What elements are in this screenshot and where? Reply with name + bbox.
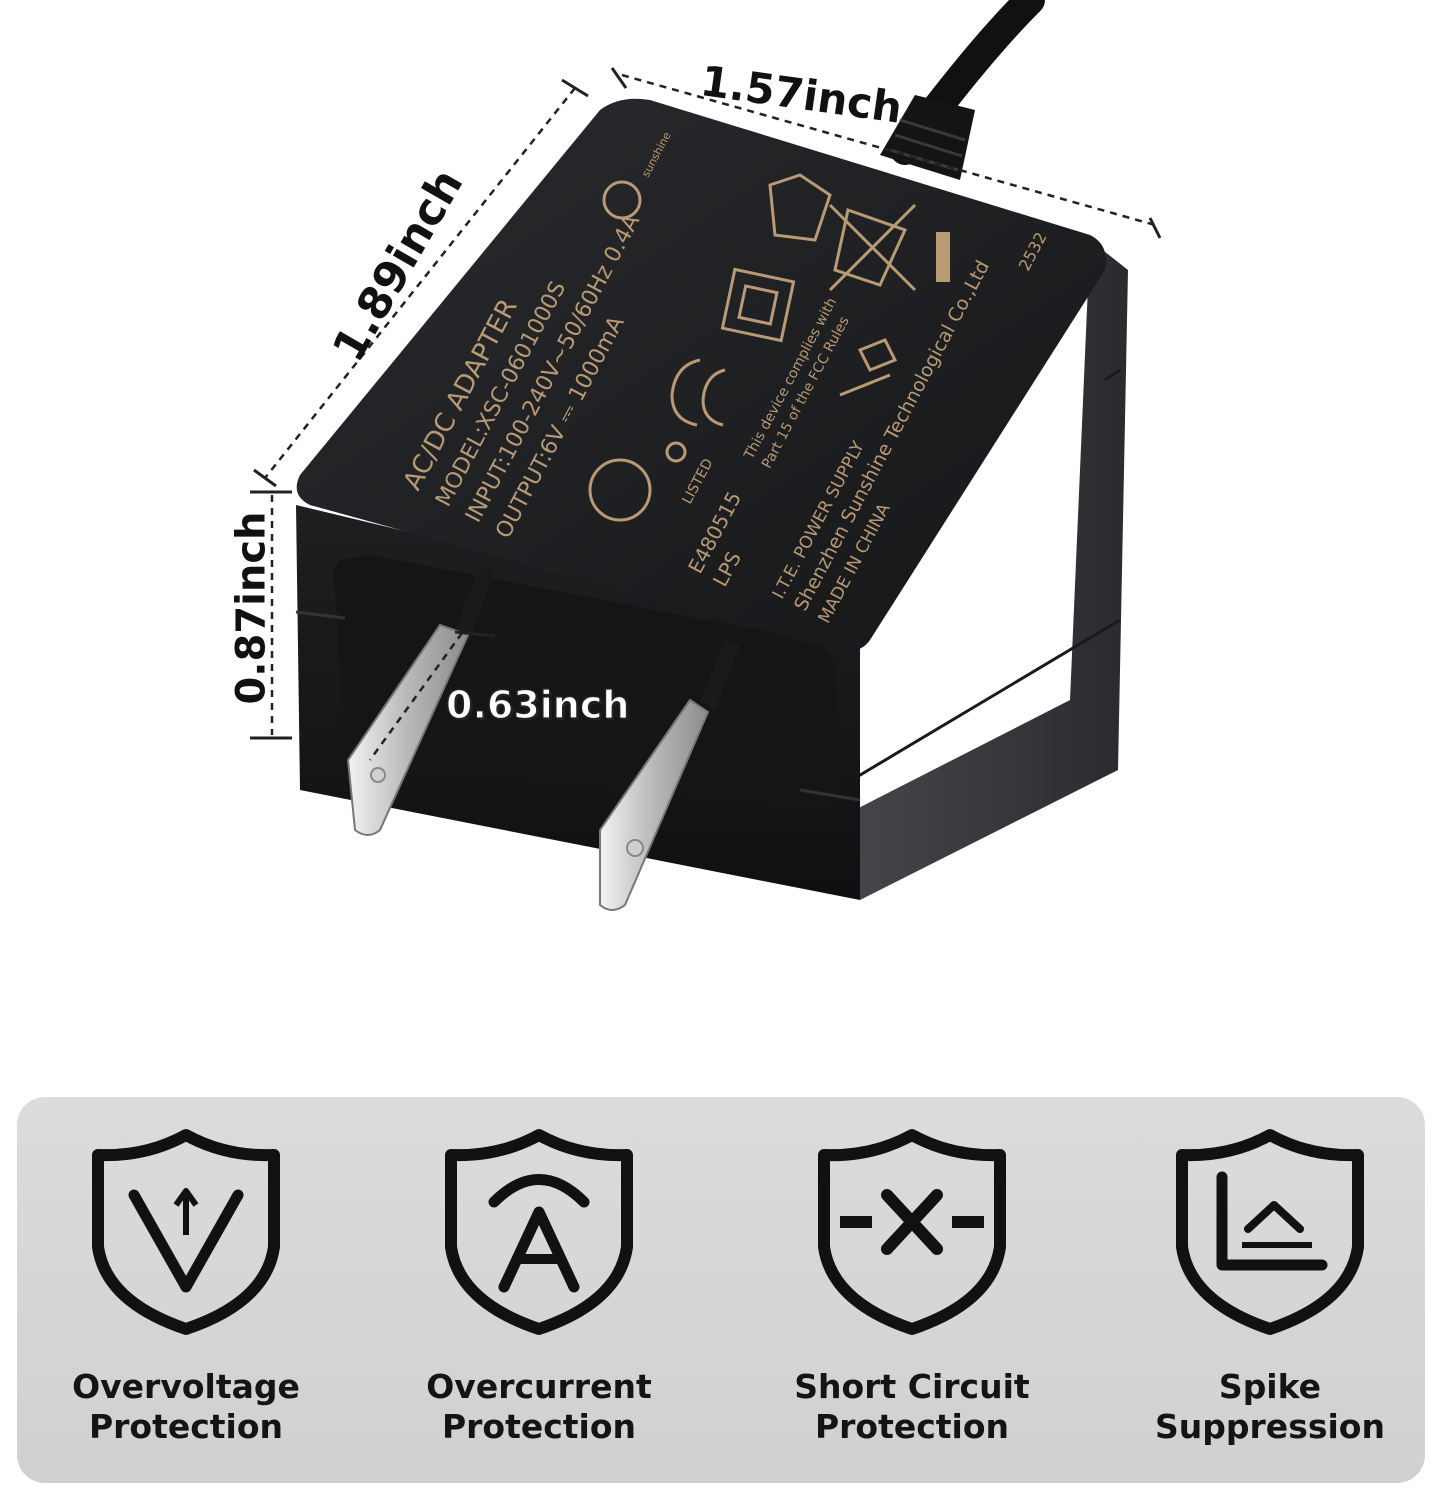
- adapter-top-face: [296, 98, 1107, 652]
- feature-label-line-2: Protection: [88, 1407, 284, 1446]
- ferrite-symbol-icon: [857, 338, 898, 372]
- feature-short-circuit: Short Circuit Protection: [747, 1127, 1077, 1477]
- certification-marks: [588, 173, 950, 522]
- overcurrent-shield-icon: [445, 1129, 633, 1335]
- feature-overvoltage: Overvoltage Protection: [21, 1127, 351, 1477]
- fcc-logo-icon: [670, 358, 701, 427]
- features-panel: Overvoltage Protection Overcurrent Prote…: [17, 1097, 1425, 1483]
- ul-logo-icon: [588, 458, 652, 522]
- dimension-prong-label: 0.63inch: [445, 682, 630, 727]
- short-circuit-shield-icon: [818, 1129, 1006, 1335]
- feature-label-line-2: Protection: [814, 1407, 1010, 1446]
- dimension-height-label: 0.87inch: [228, 511, 275, 705]
- double-insulation-icon: [720, 267, 796, 343]
- feature-spike-suppression: Spike Suppression: [1105, 1127, 1435, 1477]
- dimension-lines: [264, 73, 1156, 761]
- feature-label-line-1: Spike: [1218, 1367, 1322, 1406]
- feature-label-line-2: Suppression: [1155, 1407, 1385, 1446]
- adapter-side-face: [835, 240, 1128, 900]
- efficiency-mark-icon: [665, 441, 687, 463]
- indoor-use-icon: [768, 173, 832, 242]
- feature-label: Spike Suppression: [1105, 1367, 1435, 1447]
- polarity-bar-icon: [936, 232, 950, 282]
- brand-logo-icon: [602, 180, 642, 220]
- feature-label: Short Circuit Protection: [747, 1367, 1077, 1447]
- feature-label-line-1: Overcurrent: [426, 1367, 652, 1406]
- weee-bin-icon: [833, 208, 908, 287]
- feature-label: Overvoltage Protection: [21, 1367, 351, 1447]
- cable-strain-relief: [880, 95, 975, 180]
- overvoltage-shield-icon: [92, 1129, 280, 1335]
- feature-label: Overcurrent Protection: [374, 1367, 704, 1447]
- dimension-ticks: [250, 67, 1162, 740]
- feature-label-line-2: Protection: [441, 1407, 637, 1446]
- feature-overcurrent: Overcurrent Protection: [374, 1127, 704, 1477]
- feature-label-line-1: Overvoltage: [72, 1367, 300, 1406]
- prong-right: [599, 640, 740, 911]
- prong-left: [346, 565, 495, 836]
- spike-suppression-shield-icon: [1176, 1129, 1364, 1335]
- adapter-illustration: AC/DC ADAPTER MODEL:XSC-0601000S INPUT:1…: [250, 0, 1162, 911]
- feature-label-line-1: Short Circuit: [794, 1367, 1030, 1406]
